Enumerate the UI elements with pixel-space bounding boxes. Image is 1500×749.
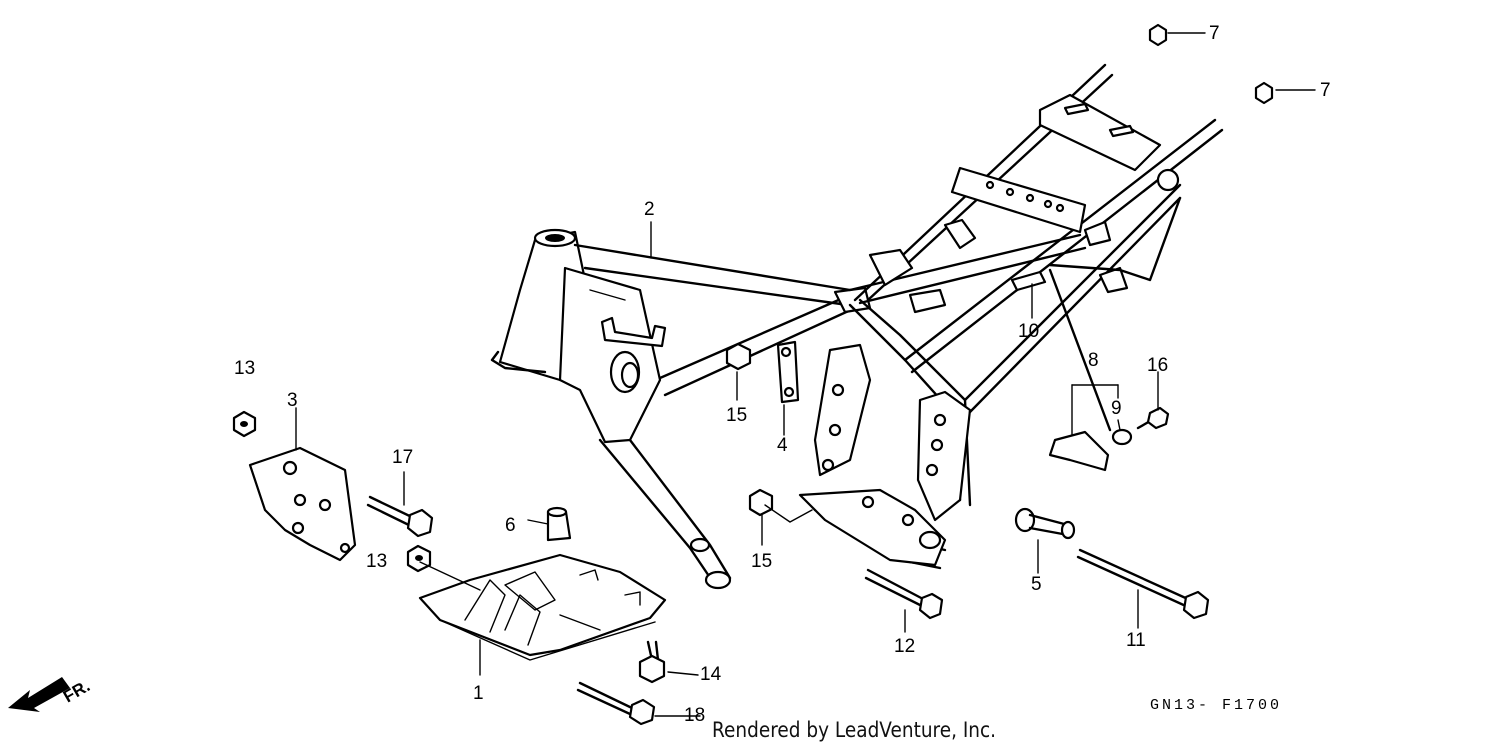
collar-15-lower: [748, 488, 774, 517]
callout-4: 4: [777, 435, 788, 456]
bracket-8: [1048, 430, 1110, 472]
callout-8: 8: [1088, 350, 1099, 371]
callout-18: 18: [684, 705, 706, 726]
callout-10: 10: [1018, 321, 1040, 342]
callout-14: 14: [700, 664, 722, 685]
bolt-11: [1076, 548, 1210, 620]
callout-15-lower: 15: [751, 551, 773, 572]
credit-text: Rendered by LeadVenture, Inc.: [712, 718, 997, 742]
callout-7-upper: 7: [1209, 23, 1220, 44]
bolt-17: [366, 495, 434, 538]
callout-1: 1: [473, 683, 484, 704]
bushing-5: [1014, 507, 1076, 540]
skid-plate: [418, 553, 667, 657]
collar-15-upper: [725, 342, 752, 371]
callout-3: 3: [287, 390, 298, 411]
bolt-12: [864, 568, 944, 620]
callout-15-upper: 15: [726, 405, 748, 426]
clip-10: [1010, 270, 1047, 292]
callout-12: 12: [894, 636, 916, 657]
front-arrow-icon: [8, 677, 70, 712]
collar-9: [1111, 428, 1133, 446]
callout-13-upper: 13: [234, 358, 256, 379]
callout-7-lower: 7: [1320, 80, 1331, 101]
strap-4: [776, 340, 800, 404]
callout-6: 6: [505, 515, 516, 536]
bolt-16: [1136, 406, 1170, 430]
callout-11: 11: [1126, 630, 1146, 651]
callout-5: 5: [1031, 574, 1042, 595]
callout-2: 2: [644, 199, 655, 220]
nut-7-upper: [1148, 23, 1168, 47]
bolt-14: [638, 640, 666, 684]
callout-17: 17: [392, 447, 414, 468]
frame-body: [490, 63, 1224, 590]
nut-13-lower: [406, 544, 432, 573]
bolt-18: [576, 681, 656, 726]
diagram-code: GN13- F1700: [1150, 697, 1283, 714]
callout-16: 16: [1147, 355, 1169, 376]
nut-7-lower: [1254, 81, 1274, 105]
callout-13-lower: 13: [366, 551, 388, 572]
callout-9: 9: [1111, 398, 1122, 419]
nut-13-upper: [232, 410, 257, 438]
leader-lines: [295, 32, 1316, 717]
